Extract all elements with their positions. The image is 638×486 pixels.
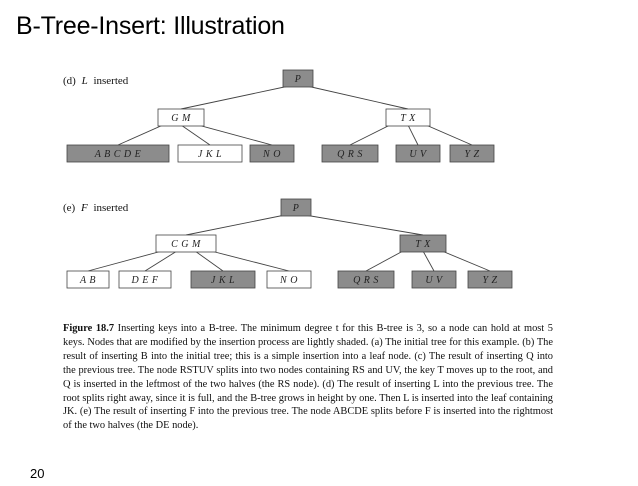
edge (425, 124, 473, 146)
node-keys: J K L (198, 149, 222, 160)
node-keys: A B (79, 275, 96, 286)
node-keys: Y Z (482, 275, 497, 286)
btree-node: J K L (190, 270, 256, 289)
edge (197, 124, 273, 146)
btree-node: D E F (118, 270, 172, 289)
node-keys: T X (415, 239, 431, 250)
panel-e: (e) F inserted P C G M T X (63, 198, 513, 289)
edge (87, 250, 163, 272)
edge (185, 214, 286, 236)
node-keys: Q R S (337, 149, 363, 160)
btree-node: T X (399, 234, 447, 253)
btree-node: P (280, 198, 312, 217)
btree-node: T X (385, 108, 431, 127)
panel-d-label: (d) L inserted (63, 75, 129, 87)
btree-node: C G M (155, 234, 217, 253)
edge (441, 250, 491, 272)
page-number: 20 (30, 466, 45, 481)
btree-node: A B (66, 270, 110, 289)
panel-d: (d) L inserted P G M T X (63, 69, 495, 163)
btree-node: Q R S (321, 144, 379, 163)
node-keys: N O (279, 275, 298, 286)
edge (407, 124, 419, 146)
edge (349, 124, 391, 146)
edge (306, 85, 409, 110)
btree-node: U V (395, 144, 441, 163)
edge (304, 214, 424, 236)
node-keys: D E F (131, 275, 159, 286)
figure-caption: Figure 18.7 Inserting keys into a B-tree… (63, 322, 553, 433)
figure-label: Figure 18.7 (63, 323, 115, 334)
btree-node: A B C D E (66, 144, 170, 163)
slide-title: B-Tree-Insert: Illustration (16, 12, 285, 40)
btree-node: G M (157, 108, 205, 127)
btree-node: P (282, 69, 314, 88)
edge (117, 124, 164, 146)
node-keys: Y Z (464, 149, 479, 160)
btree-node: Y Z (449, 144, 495, 163)
btree-node: Q R S (337, 270, 395, 289)
edge (365, 250, 404, 272)
edge (180, 85, 290, 110)
btree-node: J K L (177, 144, 243, 163)
node-keys: G M (171, 113, 191, 124)
panel-e-edges (87, 214, 491, 272)
node-keys: A B C D E (94, 149, 142, 160)
edge (210, 250, 290, 272)
node-keys: U V (409, 149, 428, 160)
node-keys: T X (400, 113, 416, 124)
node-keys: Q R S (353, 275, 379, 286)
node-keys: P (294, 74, 302, 85)
btree-node: U V (411, 270, 457, 289)
node-keys: U V (425, 275, 444, 286)
edge (194, 250, 224, 272)
btree-node: N O (266, 270, 312, 289)
caption-text: Inserting keys into a B-tree. The minimu… (63, 323, 553, 432)
panel-d-edges (117, 85, 473, 146)
node-keys: J K L (211, 275, 235, 286)
edge (422, 250, 435, 272)
btree-figure: (d) L inserted P G M T X (63, 69, 513, 289)
node-keys: N O (262, 149, 281, 160)
panel-e-label: (e) F inserted (63, 202, 129, 214)
btree-node: N O (249, 144, 295, 163)
node-keys: C G M (171, 239, 201, 250)
node-keys: P (292, 203, 300, 214)
btree-node: Y Z (467, 270, 513, 289)
edge (144, 250, 178, 272)
edge (180, 124, 211, 146)
